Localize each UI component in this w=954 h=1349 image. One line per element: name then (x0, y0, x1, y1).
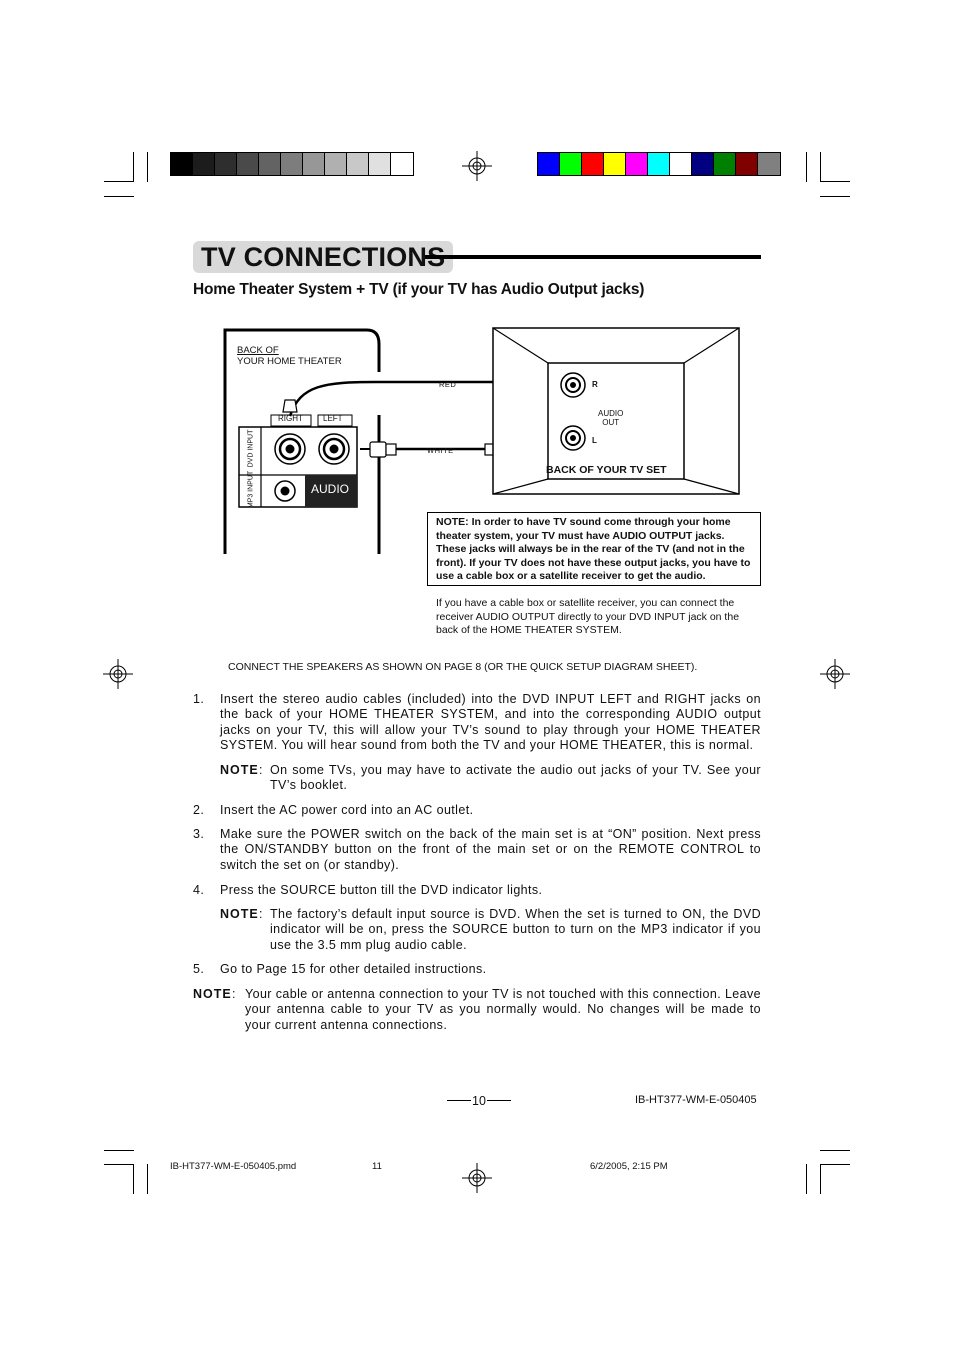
color-swatch (171, 153, 193, 175)
step-note: NOTE: On some TVs, you may have to activ… (220, 763, 761, 793)
red-cable-label: RED (439, 380, 457, 389)
color-swatch (215, 153, 237, 175)
document-code: IB-HT377-WM-E-050405 (635, 1094, 757, 1106)
white-cable-label: WHITE (427, 446, 454, 455)
audio-out-label: AUDIO OUT (598, 409, 624, 427)
color-swatch (259, 153, 281, 175)
step-item: 1. Insert the stereo audio cables (inclu… (193, 692, 761, 753)
title-rule (425, 255, 761, 259)
tv-back-panel (492, 327, 740, 495)
color-swatch (560, 153, 582, 175)
sheet-number: 11 (372, 1161, 382, 1172)
right-jack-label: RIGHT (278, 414, 303, 423)
tv-back-label: BACK OF YOUR TV SET (546, 464, 667, 476)
tv-l-label: L (592, 436, 597, 445)
audio-label: AUDIO (311, 482, 350, 496)
color-swatch (582, 153, 604, 175)
color-swatch (692, 153, 714, 175)
page-number-rule-right (487, 1100, 511, 1101)
file-name: IB-HT377-WM-E-050405.pmd (170, 1161, 297, 1172)
mp3-input-label: MP3 INPUT (247, 470, 255, 509)
color-swatch (758, 153, 780, 175)
step-item: 3. Make sure the POWER switch on the bac… (193, 827, 761, 872)
page-number: 10 (472, 1094, 486, 1108)
color-swatch (670, 153, 692, 175)
section-subtitle: Home Theater System + TV (if your TV has… (193, 281, 645, 298)
tv-audio-out-r-jack (560, 372, 586, 398)
cable-box-note: If you have a cable box or satellite rec… (436, 597, 740, 637)
color-calibration-bar (537, 152, 781, 176)
color-swatch (391, 153, 413, 175)
color-swatch (237, 153, 259, 175)
color-swatch (714, 153, 736, 175)
registration-mark-icon (462, 151, 492, 181)
left-jack-label: LEFT (323, 414, 343, 423)
color-swatch (736, 153, 758, 175)
color-swatch (325, 153, 347, 175)
connection-diagram (223, 327, 740, 554)
tv-audio-note-box: NOTE: In order to have TV sound come thr… (427, 512, 761, 586)
tv-r-label: R (592, 380, 598, 389)
step-item: 5. Go to Page 15 for other detailed inst… (193, 962, 487, 976)
color-swatch (303, 153, 325, 175)
registration-mark-icon (462, 1163, 492, 1193)
step-item: 2. Insert the AC power cord into an AC o… (193, 803, 474, 817)
color-swatch (347, 153, 369, 175)
page-title: TV CONNECTIONS (193, 241, 454, 273)
home-theater-panel (223, 328, 381, 554)
tv-audio-out-l-jack (560, 425, 586, 451)
antenna-note: NOTE: Your cable or antenna connection t… (193, 987, 761, 1032)
step-note: NOTE: The factory’s default input source… (220, 907, 761, 952)
dvd-input-left-jack (318, 433, 350, 465)
dvd-input-right-jack (274, 433, 306, 465)
color-swatch (193, 153, 215, 175)
grayscale-calibration-bar (170, 152, 414, 176)
color-swatch (538, 153, 560, 175)
page-number-rule-left (447, 1100, 471, 1101)
mp3-input-jack (274, 480, 296, 502)
registration-mark-icon (103, 659, 133, 689)
color-swatch (626, 153, 648, 175)
color-swatch (604, 153, 626, 175)
step-item: 4. Press the SOURCE button till the DVD … (193, 883, 543, 897)
color-swatch (648, 153, 670, 175)
speaker-connection-note: CONNECT THE SPEAKERS AS SHOWN ON PAGE 8 … (228, 661, 698, 673)
print-date: 6/2/2005, 2:15 PM (590, 1161, 668, 1172)
color-swatch (281, 153, 303, 175)
color-swatch (369, 153, 391, 175)
home-theater-label: BACK OF YOUR HOME THEATER (237, 345, 342, 367)
registration-mark-icon (820, 659, 850, 689)
